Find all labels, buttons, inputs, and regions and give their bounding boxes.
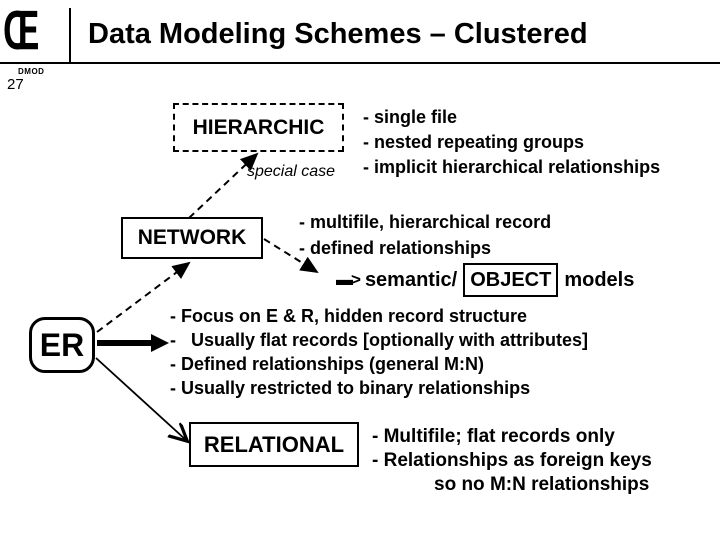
note-line: - nested repeating groups	[363, 132, 585, 152]
note-line: - Usually flat records [optionally with …	[170, 330, 589, 350]
hierarchic-box: HIERARCHIC	[173, 103, 344, 152]
hierarchic-notes: - single file - nested repeating groups …	[363, 105, 660, 180]
implies-arrow-glyph: ▬>	[336, 270, 361, 289]
slide-number: 27	[7, 76, 24, 93]
note-line: - Relationships as foreign keys	[372, 450, 652, 471]
slide-title: Data Modeling Schemes – Clustered	[88, 18, 588, 50]
note-line: - Multifile; flat records only	[372, 426, 615, 447]
special-case-label: special case	[247, 163, 336, 180]
semantic-suffix-label: models	[564, 268, 635, 291]
relational-box: RELATIONAL	[189, 422, 359, 467]
network-notes: - multifile, hierarchical record - defin…	[299, 209, 551, 261]
er-notes: - Focus on E & R, hidden record structur…	[170, 304, 588, 400]
semantic-prefix-label: semantic/	[364, 268, 458, 291]
note-line: - multifile, hierarchical record	[299, 212, 552, 232]
semantic-object-line: ▬> semantic/ OBJECT models	[336, 263, 634, 297]
header-horizontal-rule	[0, 62, 720, 64]
relational-notes: - Multifile; flat records only - Relatio…	[372, 425, 652, 497]
note-line: so no M:N relationships	[434, 474, 650, 495]
header-vertical-divider	[69, 8, 71, 62]
note-line: - Usually restricted to binary relations…	[170, 378, 531, 398]
er-box: ER	[29, 317, 95, 373]
organization-logo: Œ	[3, 0, 40, 61]
network-box: NETWORK	[121, 217, 263, 259]
note-line: - implicit hierarchical relationships	[363, 157, 661, 177]
note-line: - single file	[363, 107, 458, 127]
note-line: - Defined relationships (general M:N)	[170, 354, 485, 374]
object-box: OBJECT	[463, 263, 559, 297]
note-line: - Focus on E & R, hidden record structur…	[170, 306, 528, 326]
course-code: DMOD	[18, 67, 45, 76]
note-line: - defined relationships	[299, 238, 492, 258]
arrow-er-to-notes	[97, 334, 169, 352]
